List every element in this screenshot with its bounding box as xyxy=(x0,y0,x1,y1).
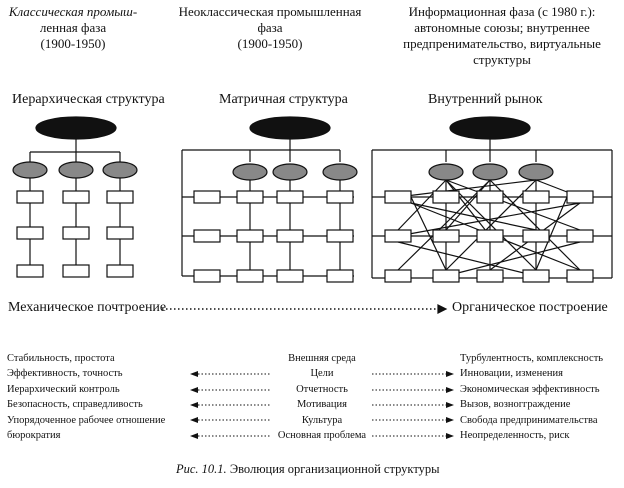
hierarchy-unit-box xyxy=(16,190,44,204)
matrix-unit-box xyxy=(236,269,264,283)
list-item: Цели xyxy=(310,368,334,380)
hierarchical-diagram xyxy=(12,116,138,278)
matrix-unit-box xyxy=(236,229,264,243)
caption-text: Эволюция организационной структуры xyxy=(229,462,440,476)
internal-market-title: Внутренний рынок xyxy=(428,92,543,107)
matrix-structure-title: Матричная структура xyxy=(219,92,348,107)
matrix-unit-box xyxy=(193,229,221,243)
list-item: Отчетность xyxy=(296,383,348,395)
hierarchy-unit-box xyxy=(16,226,44,240)
list-item: Иерархический контроль xyxy=(7,383,120,395)
market-unit-box xyxy=(522,229,550,243)
list-item: бюрократия xyxy=(7,430,61,442)
hierarchy-unit-box xyxy=(62,264,90,278)
hierarchy-unit-box xyxy=(106,190,134,204)
matrix-top-node xyxy=(249,116,331,140)
list-item: Стабильность, простота xyxy=(7,353,115,364)
market-mid-node xyxy=(472,163,508,181)
list-item: Эффективность, точность xyxy=(7,368,123,380)
market-unit-box xyxy=(522,269,550,283)
phase-neoclassic: Неоклассическая промышленная фаза (1900-… xyxy=(170,4,370,52)
hierarchy-unit-box xyxy=(62,190,90,204)
market-unit-box xyxy=(432,190,460,204)
matrix-diagram xyxy=(181,116,358,283)
matrix-unit-box xyxy=(276,190,304,204)
phase-information: Информационная фаза (с 1980 г.): автоном… xyxy=(384,4,620,68)
phase-information-line2: автономные союзы; внутреннее xyxy=(414,20,590,35)
comparison-arrows xyxy=(190,371,454,439)
market-unit-box xyxy=(432,269,460,283)
matrix-unit-box xyxy=(326,190,354,204)
market-mid-node xyxy=(518,163,554,181)
hierarchy-top-node xyxy=(35,116,117,140)
market-unit-box xyxy=(476,190,504,204)
market-unit-box xyxy=(566,229,594,243)
market-mid-node xyxy=(428,163,464,181)
continuum-arrow xyxy=(162,304,448,314)
matrix-unit-box xyxy=(236,190,264,204)
matrix-unit-box xyxy=(193,269,221,283)
hierarchy-mid-node xyxy=(102,161,138,179)
phase-information-line3: предпренимательство, виртуальные xyxy=(403,36,601,51)
matrix-unit-box xyxy=(276,269,304,283)
hierarchy-mid-node xyxy=(58,161,94,179)
market-unit-box xyxy=(384,269,412,283)
caption-label: Рис. 10.1. xyxy=(176,462,227,476)
list-item: Основная проблема xyxy=(277,430,367,442)
matrix-mid-node xyxy=(322,163,358,181)
list-item: Экономическая эффективность xyxy=(460,383,600,395)
matrix-unit-box xyxy=(326,229,354,243)
list-item: Внешняя среда xyxy=(288,353,356,364)
market-unit-box xyxy=(566,269,594,283)
hierarchy-unit-box xyxy=(62,226,90,240)
list-item: Инновации, изменения xyxy=(460,368,563,380)
hierarchy-unit-box xyxy=(16,264,44,278)
list-item: Мотивация xyxy=(297,399,347,411)
matrix-unit-box xyxy=(276,229,304,243)
list-item: Культура xyxy=(301,414,343,426)
list-item: Турбулентность, комплексность xyxy=(460,353,604,364)
market-top-node xyxy=(449,116,531,140)
list-item: Свобода предпринимательства xyxy=(460,414,598,426)
hierarchy-unit-box xyxy=(106,226,134,240)
market-unit-box xyxy=(522,190,550,204)
mechanical-label: Механическое почтроение xyxy=(8,300,167,315)
matrix-unit-box xyxy=(193,190,221,204)
organic-label: Органическое построение xyxy=(452,300,608,315)
market-unit-box xyxy=(432,229,460,243)
market-unit-box xyxy=(476,229,504,243)
phase-information-line1: Информационная фаза (с 1980 г.): xyxy=(408,4,596,19)
list-item: Вызов, возногграждение xyxy=(460,399,571,411)
market-unit-box xyxy=(384,229,412,243)
hierarchy-unit-box xyxy=(106,264,134,278)
phase-information-line4: структуры xyxy=(473,52,531,67)
hierarchical-structure-title: Иерархическая структура xyxy=(12,92,165,107)
figure-caption: Рис. 10.1. Эволюция организационной стру… xyxy=(176,462,440,477)
matrix-mid-node xyxy=(272,163,308,181)
list-item: Безопасность, справедливость xyxy=(7,399,143,411)
mechanical-traits-list: Стабильность, простота Эффективность, то… xyxy=(7,351,165,443)
phase-neoclassic-line2: фаза xyxy=(257,20,283,35)
phase-classic: Классическая промыш- ленная фаза (1900-1… xyxy=(8,4,138,52)
market-unit-box xyxy=(566,190,594,204)
hierarchy-mid-node xyxy=(12,161,48,179)
phase-classic-period: (1900-1950) xyxy=(40,36,106,51)
market-unit-box xyxy=(476,269,504,283)
list-item: Неопределенность, риск xyxy=(460,430,570,442)
list-item: Упорядоченное рабочее отношение xyxy=(7,414,166,426)
phase-classic-title-rest: ленная фаза xyxy=(39,20,107,35)
organic-traits-list: Турбулентность, комплексность Инновации,… xyxy=(460,351,603,443)
dimensions-list: Внешняя среда Цели Отчетность Мотивация … xyxy=(262,351,382,443)
phase-classic-title-italic: Классическая промыш- xyxy=(8,4,138,19)
phase-neoclassic-period: (1900-1950) xyxy=(237,36,303,51)
internal-market-diagram xyxy=(371,116,613,283)
matrix-unit-box xyxy=(326,269,354,283)
phase-neoclassic-line1: Неоклассическая промышленная xyxy=(178,4,362,19)
market-unit-box xyxy=(384,190,412,204)
matrix-mid-node xyxy=(232,163,268,181)
